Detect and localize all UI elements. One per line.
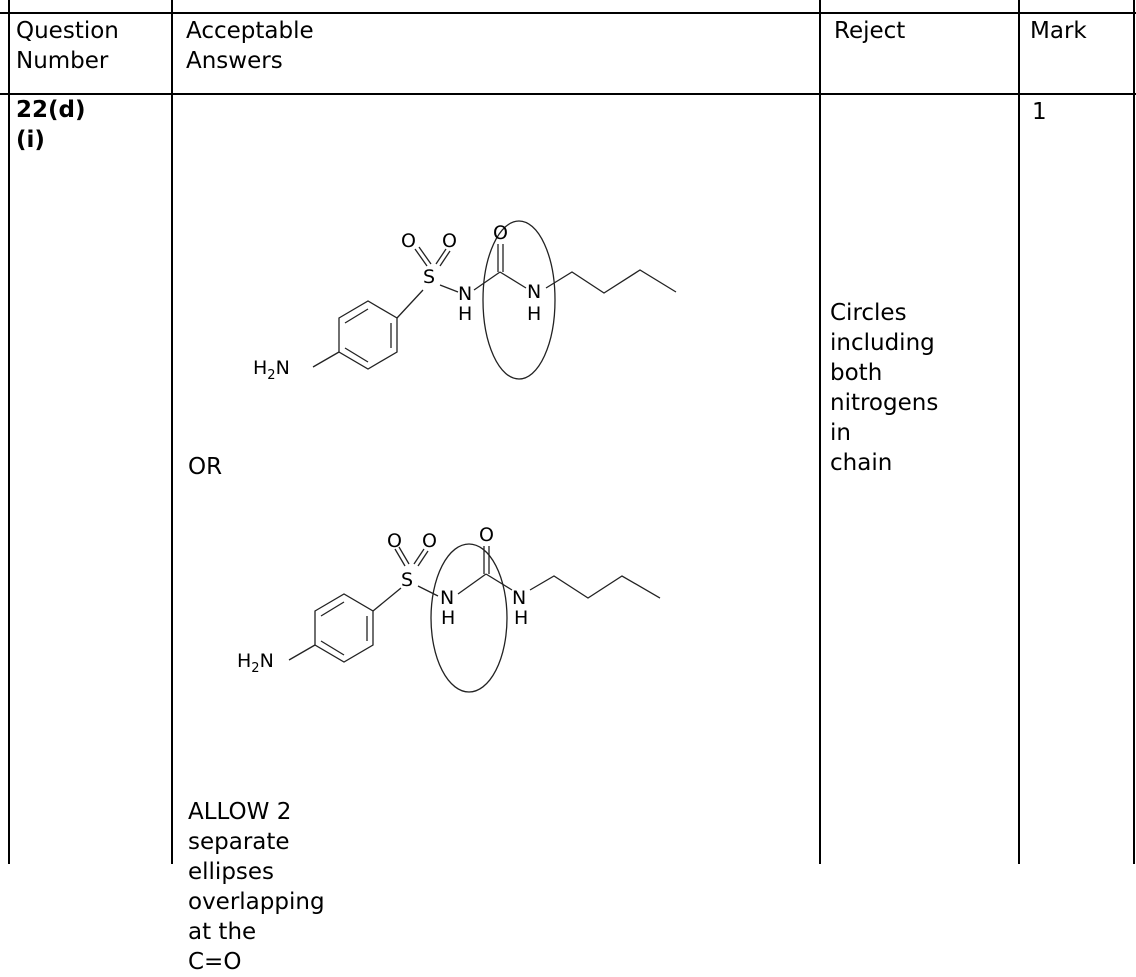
reject-line: including both	[830, 330, 935, 386]
sulfonyl-bond	[417, 550, 429, 567]
column-divider	[1018, 0, 1020, 864]
sulfonamide-bond	[439, 284, 459, 293]
header-question-number: Question Number	[16, 16, 119, 76]
atom-label-amine: H2N	[253, 357, 290, 383]
reject-line: nitrogens in	[830, 390, 939, 446]
ring-sulfur-bond	[372, 587, 402, 612]
sulfonyl-bond	[439, 250, 451, 267]
nc-bond	[457, 573, 487, 595]
atom-label-hydrogen: H	[441, 607, 455, 629]
header-question-label: Question	[16, 18, 119, 44]
column-divider	[171, 0, 173, 864]
atom-label-nitrogen: N	[527, 281, 541, 303]
amine-bond	[312, 351, 340, 368]
reject-line: Circles	[830, 300, 907, 326]
atom-label-nitrogen: N	[458, 283, 472, 305]
atom-label-amine: H2N	[237, 650, 274, 676]
ring-double-bond	[320, 601, 345, 617]
atom-label-oxygen: O	[401, 230, 416, 252]
molecule-structure-2: O O O S N H N H H2N	[237, 524, 661, 693]
atom-label-oxygen: O	[442, 230, 457, 252]
header-reject: Reject	[834, 18, 906, 44]
atom-label-oxygen: O	[479, 524, 494, 546]
sulfonyl-bond	[394, 548, 406, 567]
header-acceptable-answers: Acceptable Answers	[186, 18, 314, 74]
reject-text: Circles including both nitrogens in chai…	[830, 298, 938, 478]
answer-ellipse	[430, 543, 508, 693]
atom-label-hydrogen: H	[514, 607, 528, 629]
header-number-label: Number	[16, 48, 109, 74]
atom-label-oxygen: O	[387, 530, 402, 552]
allow-line: C=O	[188, 949, 242, 975]
ring-sulfur-bond	[396, 289, 424, 319]
atom-label-nitrogen: N	[512, 587, 526, 609]
amine-bond	[288, 644, 316, 661]
atom-label-oxygen: O	[422, 530, 437, 552]
sulfonamide-bond	[417, 585, 439, 597]
table-border-left	[8, 0, 10, 864]
benzene-ring	[314, 593, 374, 663]
answer-ellipse	[482, 220, 556, 380]
atom-label-sulfur: S	[423, 266, 435, 288]
sulfonyl-bond	[418, 246, 432, 265]
atom-label-sulfur: S	[401, 569, 413, 591]
or-text: OR	[188, 454, 223, 480]
atom-label-nitrogen: N	[440, 587, 454, 609]
cn-bond	[499, 271, 527, 289]
header-mark: Mark	[1030, 18, 1087, 44]
molecule-structure-1: O O O S N H N H H2N	[253, 220, 677, 383]
sulfonyl-bond	[414, 248, 428, 267]
atom-label-hydrogen: H	[527, 303, 541, 325]
table-border-right	[1133, 0, 1135, 864]
ring-double-bond	[320, 640, 345, 656]
reject-line: chain	[830, 450, 893, 476]
sulfonyl-bond	[435, 248, 447, 265]
ring-double-bond	[344, 308, 369, 324]
sulfonyl-bond	[398, 546, 410, 565]
atom-label-hydrogen: H	[458, 303, 472, 325]
sulfonyl-bond	[413, 548, 425, 565]
mark-value: 1	[1032, 99, 1047, 125]
butyl-chain	[545, 269, 677, 294]
table-border-top	[0, 12, 1136, 14]
column-divider	[819, 0, 821, 864]
nc-bond	[473, 271, 501, 291]
butyl-chain	[529, 575, 661, 599]
atom-label-oxygen: O	[493, 222, 508, 244]
cn-bond	[485, 573, 513, 591]
question-number: 22(d)(i)	[16, 97, 86, 153]
header-divider	[0, 93, 1136, 95]
ring-double-bond	[344, 347, 369, 363]
